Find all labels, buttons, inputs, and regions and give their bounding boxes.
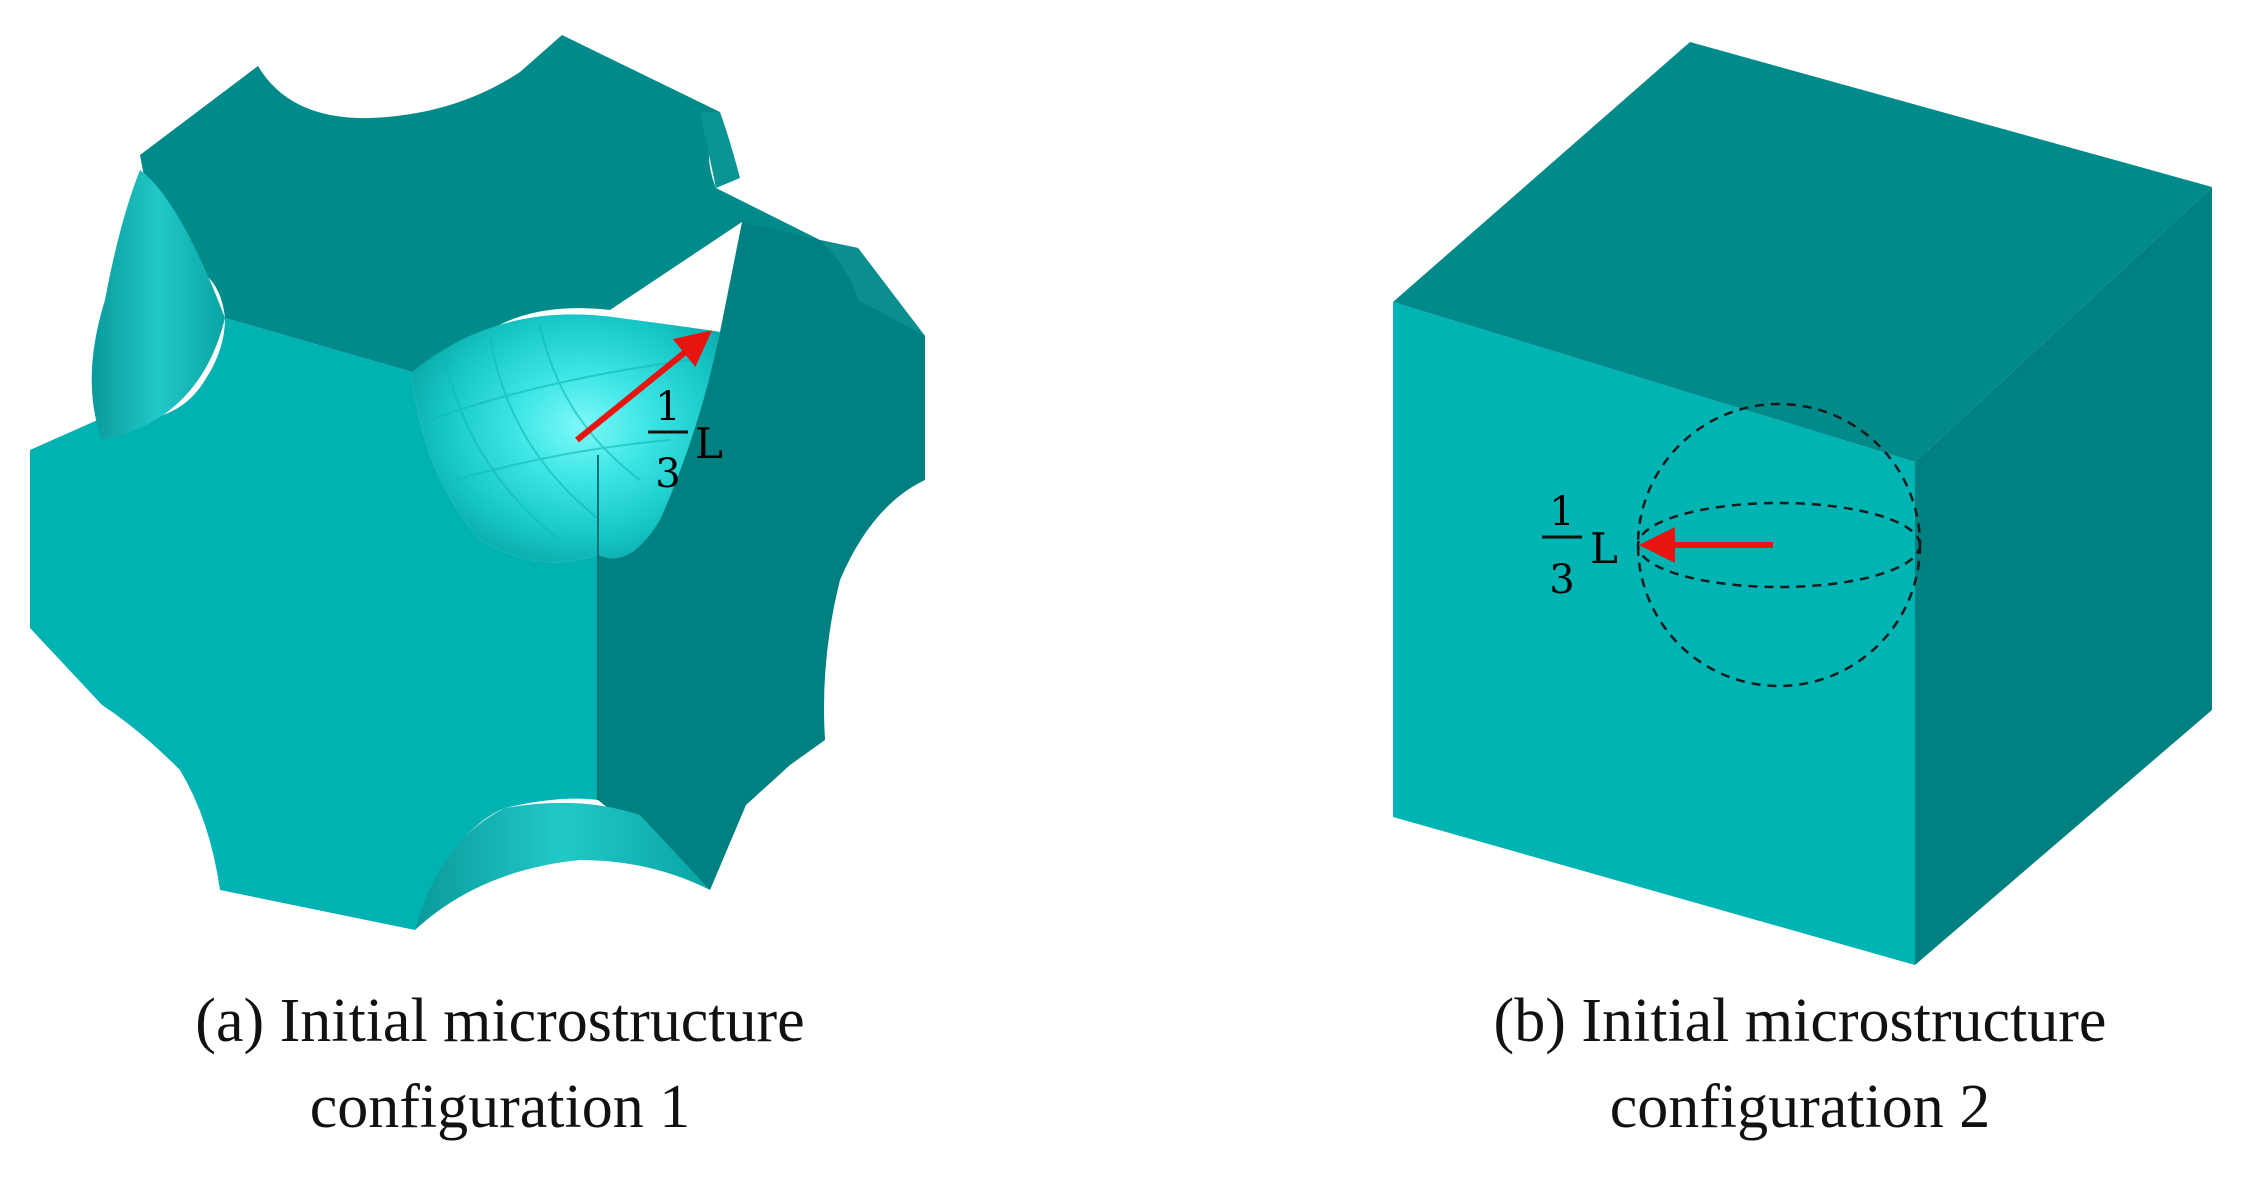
panel-b-label-denominator: 3 [1549,557,1574,603]
panel-b-sphere-outline [1636,402,1922,688]
panel-b-label-symbol: L [1590,524,1618,573]
panel-b-radius-label: 1 3 L [1542,489,1618,603]
panel-a-structure [30,35,925,930]
panel-b-label-numerator: 1 [1549,489,1574,535]
panel-a-right-face [598,222,925,890]
panel-b-caption: (b) Initial microstructure configuration… [1360,978,2240,1150]
panel-a-label-symbol: L [695,419,723,468]
panel-a-caption: (a) Initial microstructure configuration… [60,978,940,1150]
panel-a-bottom-notch [415,802,710,930]
panel-a-cavity-facets [429,324,691,541]
panel-a-corner-cavity [412,314,720,563]
panel-a-top-face [140,35,820,372]
panel-a-label-denominator: 3 [655,451,680,497]
panel-a-top-notch [700,112,740,188]
panel-b-top-face [1393,42,2212,462]
panel-b-caption-line1: (b) Initial microstructure [1493,987,2107,1055]
panel-a-radius-arrow [575,330,712,443]
panel-b-caption-line2: configuration 2 [1609,1073,1991,1141]
panel-b-front-face [1393,302,1915,965]
panel-a-left-notch [91,170,226,440]
panel-a-caption-line2: configuration 1 [309,1073,691,1141]
panel-b-cube [1393,42,2212,965]
panel-a-radius-label: 1 3 L [648,384,723,497]
panel-a-label-numerator: 1 [655,384,680,430]
panel-b-right-face [1915,187,2212,965]
panel-b-sphere-equator [1636,501,1922,589]
panel-a-right-notch [820,240,925,336]
panel-a-front-face [30,318,598,930]
panel-a-caption-line1: (a) Initial microstructure [195,987,805,1055]
